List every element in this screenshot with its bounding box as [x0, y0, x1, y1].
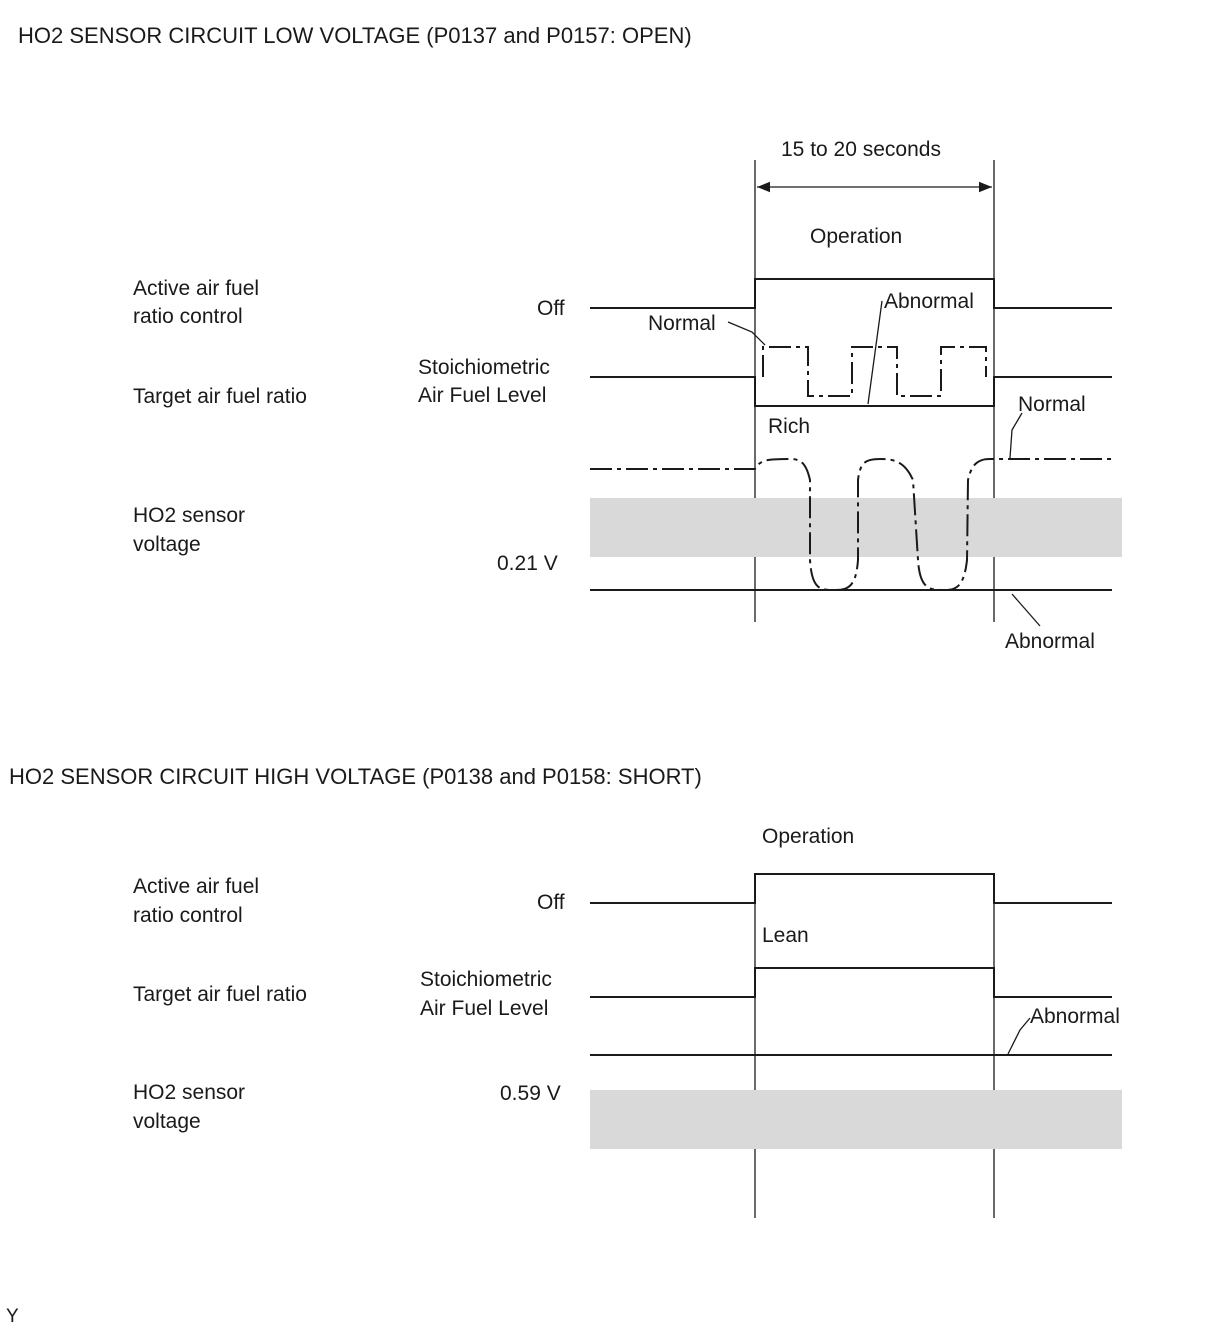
normal-target-leader — [727, 321, 766, 346]
sensor-voltage-band — [590, 498, 1122, 557]
stoich-label-line2: Air Fuel Level — [418, 384, 546, 407]
voltage-threshold-label: 0.21 V — [497, 552, 558, 575]
voltage-threshold-label: 0.59 V — [500, 1082, 561, 1105]
active-control-label-line1: Active air fuel — [133, 277, 259, 300]
target-ratio-label: Target air fuel ratio — [133, 385, 307, 408]
active-control-waveform — [590, 873, 1112, 904]
sensor-voltage-label-line1: HO2 sensor — [133, 504, 245, 527]
abnormal-target-label: Abnormal — [884, 290, 974, 313]
sensor-voltage-band — [590, 1090, 1122, 1149]
target-ratio-waveform — [590, 967, 1112, 998]
duration-label: 15 to 20 seconds — [781, 138, 941, 161]
stoich-label-line2: Air Fuel Level — [420, 997, 548, 1020]
stoich-label-line1: Stoichiometric — [420, 968, 552, 991]
high-voltage-section: HO2 SENSOR CIRCUIT HIGH VOLTAGE (P0138 a… — [9, 764, 1122, 1218]
normal-sensor-label: Normal — [1018, 393, 1086, 416]
sensor-voltage-label-line1: HO2 sensor — [133, 1081, 245, 1104]
active-control-label-line2: ratio control — [133, 305, 243, 328]
high-voltage-title: HO2 SENSOR CIRCUIT HIGH VOLTAGE (P0138 a… — [9, 764, 702, 789]
sensor-normal-waveform — [590, 457, 1112, 592]
abnormal-sensor-label: Abnormal — [1005, 630, 1095, 653]
normal-sensor-leader — [1009, 412, 1023, 459]
abnormal-sensor-leader — [1007, 1017, 1031, 1055]
sensor-voltage-label-line2: voltage — [133, 1110, 201, 1133]
footer-mark: Y — [6, 1306, 19, 1327]
abnormal-target-leader — [867, 300, 883, 405]
rich-label: Rich — [768, 415, 810, 438]
low-voltage-section: HO2 SENSOR CIRCUIT LOW VOLTAGE (P0137 an… — [18, 23, 1122, 653]
lean-label: Lean — [762, 924, 809, 947]
active-control-label-line2: ratio control — [133, 904, 243, 927]
operation-label: Operation — [810, 225, 902, 248]
abnormal-sensor-leader — [1011, 593, 1041, 627]
operation-label: Operation — [762, 825, 854, 848]
target-ratio-label: Target air fuel ratio — [133, 983, 307, 1006]
target-ratio-abnormal-waveform — [590, 376, 1112, 407]
abnormal-sensor-label: Abnormal — [1030, 1005, 1120, 1028]
normal-target-label: Normal — [648, 312, 716, 335]
active-control-waveform — [590, 278, 1112, 309]
off-label: Off — [537, 891, 565, 914]
low-voltage-title: HO2 SENSOR CIRCUIT LOW VOLTAGE (P0137 an… — [18, 23, 692, 48]
stoich-label-line1: Stoichiometric — [418, 356, 550, 379]
target-ratio-normal-waveform — [762, 346, 987, 397]
sensor-voltage-label-line2: voltage — [133, 533, 201, 556]
off-label: Off — [537, 297, 565, 320]
active-control-label-line1: Active air fuel — [133, 875, 259, 898]
